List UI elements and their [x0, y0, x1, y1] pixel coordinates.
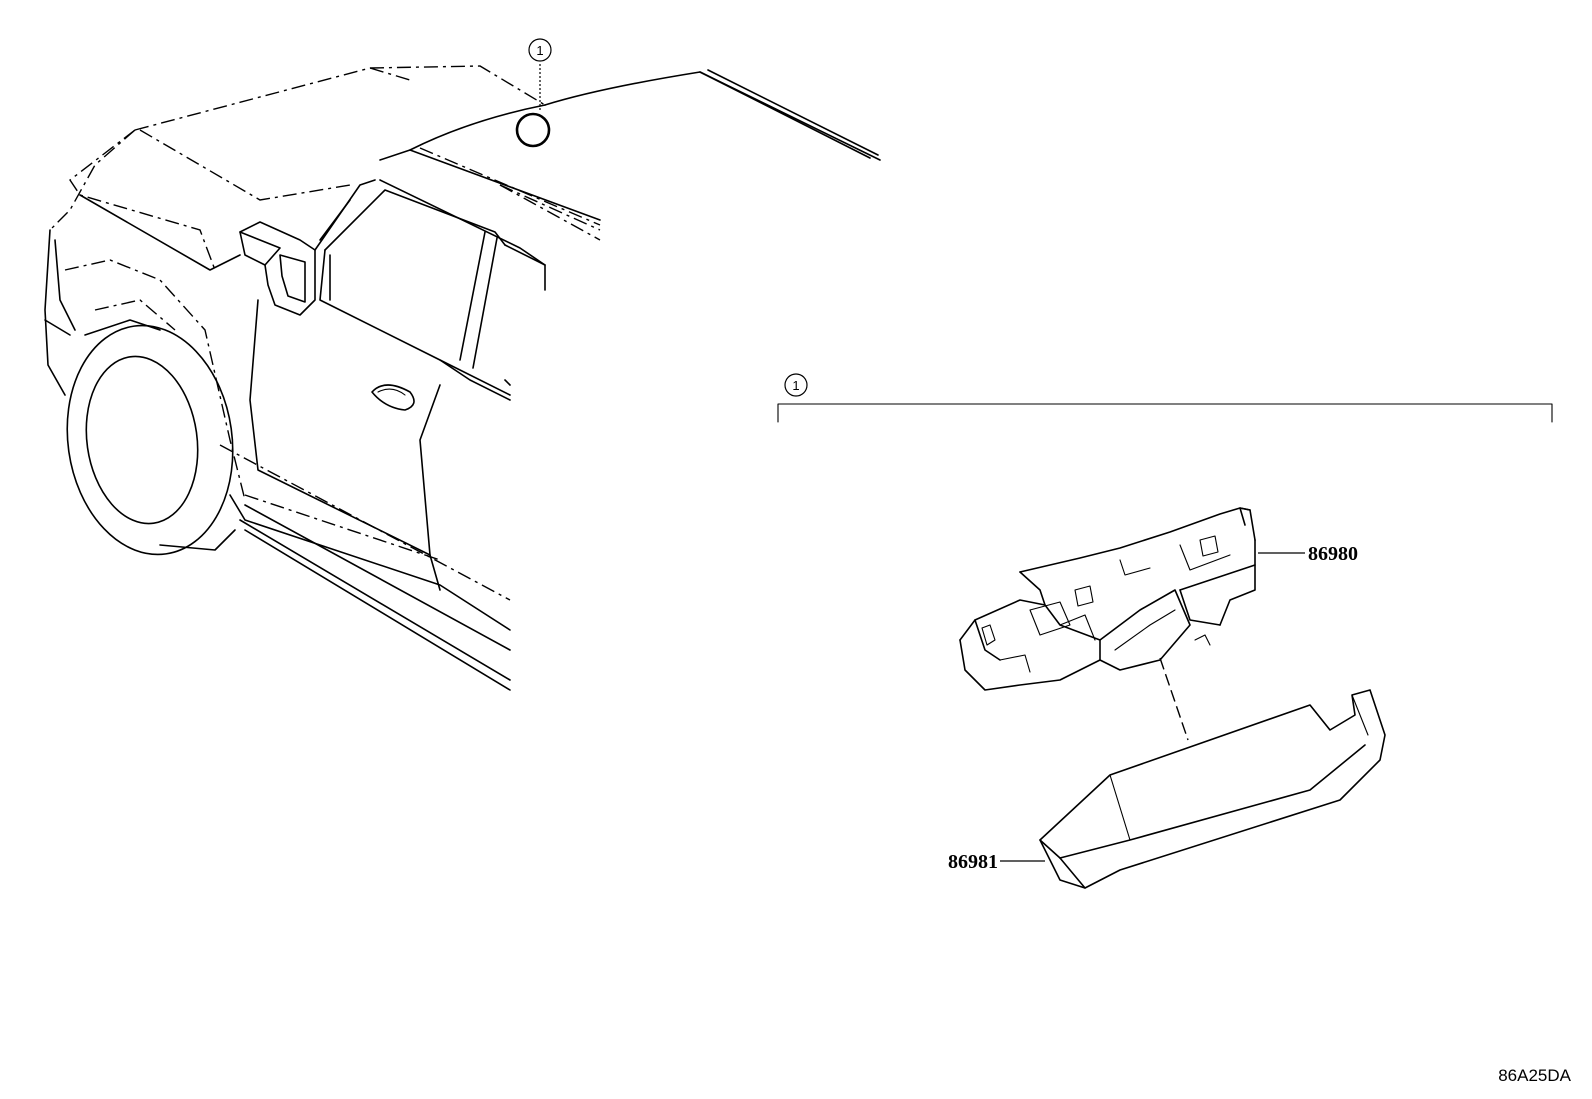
ref-callout-circle — [528, 38, 552, 62]
diagram-code: 86A25DA — [1498, 1066, 1571, 1085]
part-number-86981: 86981 — [948, 851, 998, 873]
ref-callout-number: 1 — [536, 43, 543, 58]
part-number-86980: 86980 — [1308, 543, 1358, 565]
group-callout-number: 1 — [792, 378, 799, 393]
group-bracket: 1 — [777, 373, 1553, 423]
module-unit — [959, 507, 1305, 691]
assembly-line — [1159, 657, 1189, 741]
vehicle-illustration — [44, 65, 881, 691]
group-callout-circle — [784, 373, 808, 397]
sensor-location-marker: 1 — [515, 38, 552, 148]
cover — [1000, 689, 1386, 889]
